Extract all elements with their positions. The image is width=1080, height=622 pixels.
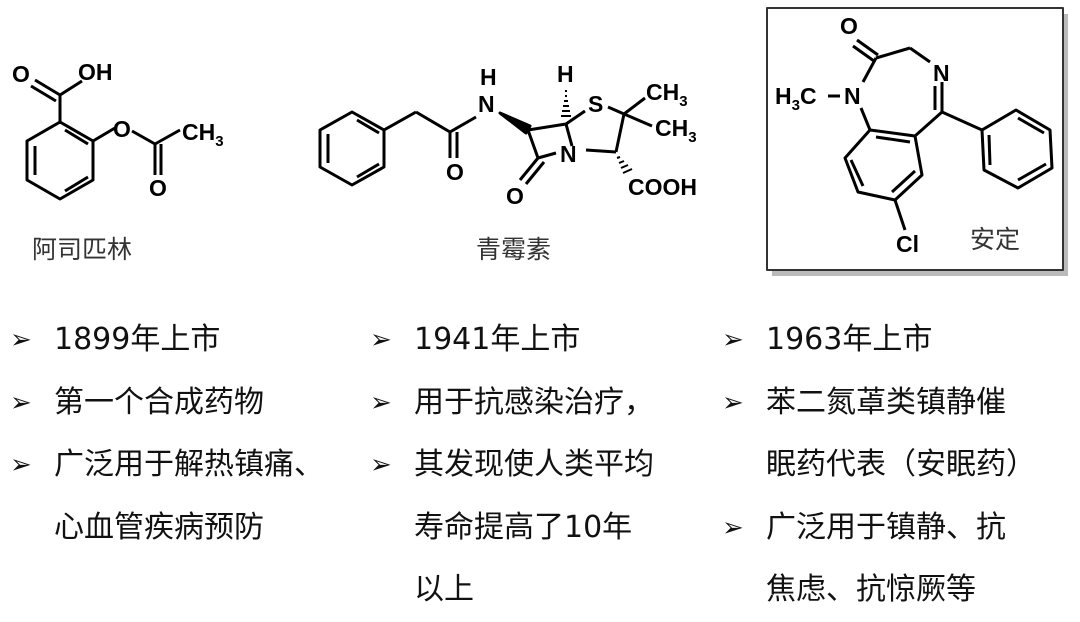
fact-continuation: 以上 xyxy=(370,568,720,622)
atom-cl: Cl xyxy=(896,231,919,257)
atom-s: S xyxy=(588,91,603,117)
atom-o-carbonyl: O xyxy=(149,175,167,201)
diazepam-structure: O N H3C N Cl 安定 xyxy=(775,13,1054,257)
fact-continuation: 心血管疾病预防 xyxy=(10,506,360,569)
fact-text: 1963年上市 xyxy=(766,322,933,357)
atom-ch3-b: CH3 xyxy=(655,115,697,146)
atom-n-amide: N xyxy=(478,91,495,117)
fact-text: 心血管疾病预防 xyxy=(54,509,264,545)
fact-item: ➢ 1963年上市 xyxy=(722,318,1072,381)
arrow-bullet-icon: ➢ xyxy=(370,387,392,418)
fact-text: 以上 xyxy=(414,572,474,607)
fact-continuation: 眠药代表（安眠药） xyxy=(722,443,1072,506)
atom-h: H xyxy=(557,61,574,87)
fact-text: 苯二氮䓬类镇静催 xyxy=(766,384,1006,420)
atom-o-lactam: O xyxy=(506,183,524,209)
aspirin-name: 阿司匹林 xyxy=(32,235,132,264)
penicillin-facts: ➢ 1941年上市 ➢ 用于抗感染治疗， ➢ 其发现使人类平均 寿命提高了10年 以上 xyxy=(370,318,720,622)
atom-ch3: CH3 xyxy=(182,119,224,150)
diazepam-name: 安定 xyxy=(970,225,1020,254)
atom-o-ester: O xyxy=(113,116,131,142)
fact-item: ➢ 1899年上市 xyxy=(10,318,360,381)
fact-item: ➢ 广泛用于解热镇痛、 xyxy=(10,443,360,506)
arrow-bullet-icon: ➢ xyxy=(10,387,32,418)
diazepam-facts: ➢ 1963年上市 ➢ 苯二氮䓬类镇静催 眠药代表（安眠药） ➢ 广泛用于镇静、抗 焦… xyxy=(722,318,1072,622)
atom-n-ring: N xyxy=(560,141,577,167)
atom-ch3-a: CH3 xyxy=(646,79,688,110)
fact-continuation: 焦虑、抗惊厥等 xyxy=(722,568,1072,622)
fact-item: ➢ 用于抗感染治疗， xyxy=(370,381,720,444)
fact-text: 广泛用于解热镇痛、 xyxy=(54,447,324,482)
atom-o: O xyxy=(840,13,858,39)
fact-text: 用于抗感染治疗， xyxy=(414,384,654,420)
atom-o-amide: O xyxy=(446,159,464,185)
atom-oh: OH xyxy=(78,59,113,85)
fact-item: ➢ 第一个合成药物 xyxy=(10,381,360,444)
penicillin-name: 青霉素 xyxy=(476,235,551,264)
arrow-bullet-icon: ➢ xyxy=(370,325,392,355)
arrow-bullet-icon: ➢ xyxy=(722,387,744,418)
aspirin-structure: O OH O CH3 O 阿司匹林 xyxy=(12,59,224,264)
fact-text: 广泛用于镇静、抗 xyxy=(766,509,1006,545)
atom-n-amide: N xyxy=(844,83,861,109)
atom-cooh: COOH xyxy=(628,174,697,200)
arrow-bullet-icon: ➢ xyxy=(370,450,392,480)
fact-text: 其发现使人类平均 xyxy=(414,447,654,482)
fact-text: 眠药代表（安眠药） xyxy=(766,447,1036,482)
atom-h3c: H3C xyxy=(775,83,817,114)
fact-text: 寿命提高了10年 xyxy=(414,509,633,545)
fact-text: 焦虑、抗惊厥等 xyxy=(766,572,976,607)
atom-h-amide: H xyxy=(480,64,497,90)
fact-text: 1941年上市 xyxy=(414,322,581,357)
fact-item: ➢ 苯二氮䓬类镇静催 xyxy=(722,381,1072,444)
atom-n-imine: N xyxy=(933,60,950,86)
fact-continuation: 寿命提高了10年 xyxy=(370,506,720,569)
fact-item: ➢ 其发现使人类平均 xyxy=(370,443,720,506)
fact-text: 第一个合成药物 xyxy=(54,384,264,420)
fact-item: ➢ 1941年上市 xyxy=(370,318,720,381)
fact-item: ➢ 广泛用于镇静、抗 xyxy=(722,506,1072,569)
fact-text: 1899年上市 xyxy=(54,322,221,357)
aspirin-facts: ➢ 1899年上市 ➢ 第一个合成药物 ➢ 广泛用于解热镇痛、 心血管疾病预防 xyxy=(10,318,360,568)
atom-o: O xyxy=(12,61,30,87)
arrow-bullet-icon: ➢ xyxy=(722,512,744,543)
arrow-bullet-icon: ➢ xyxy=(10,450,32,480)
arrow-bullet-icon: ➢ xyxy=(722,325,744,355)
penicillin-structure: H N O H S CH3 CH3 N O COOH 青霉素 xyxy=(318,61,697,264)
arrow-bullet-icon: ➢ xyxy=(10,325,32,355)
